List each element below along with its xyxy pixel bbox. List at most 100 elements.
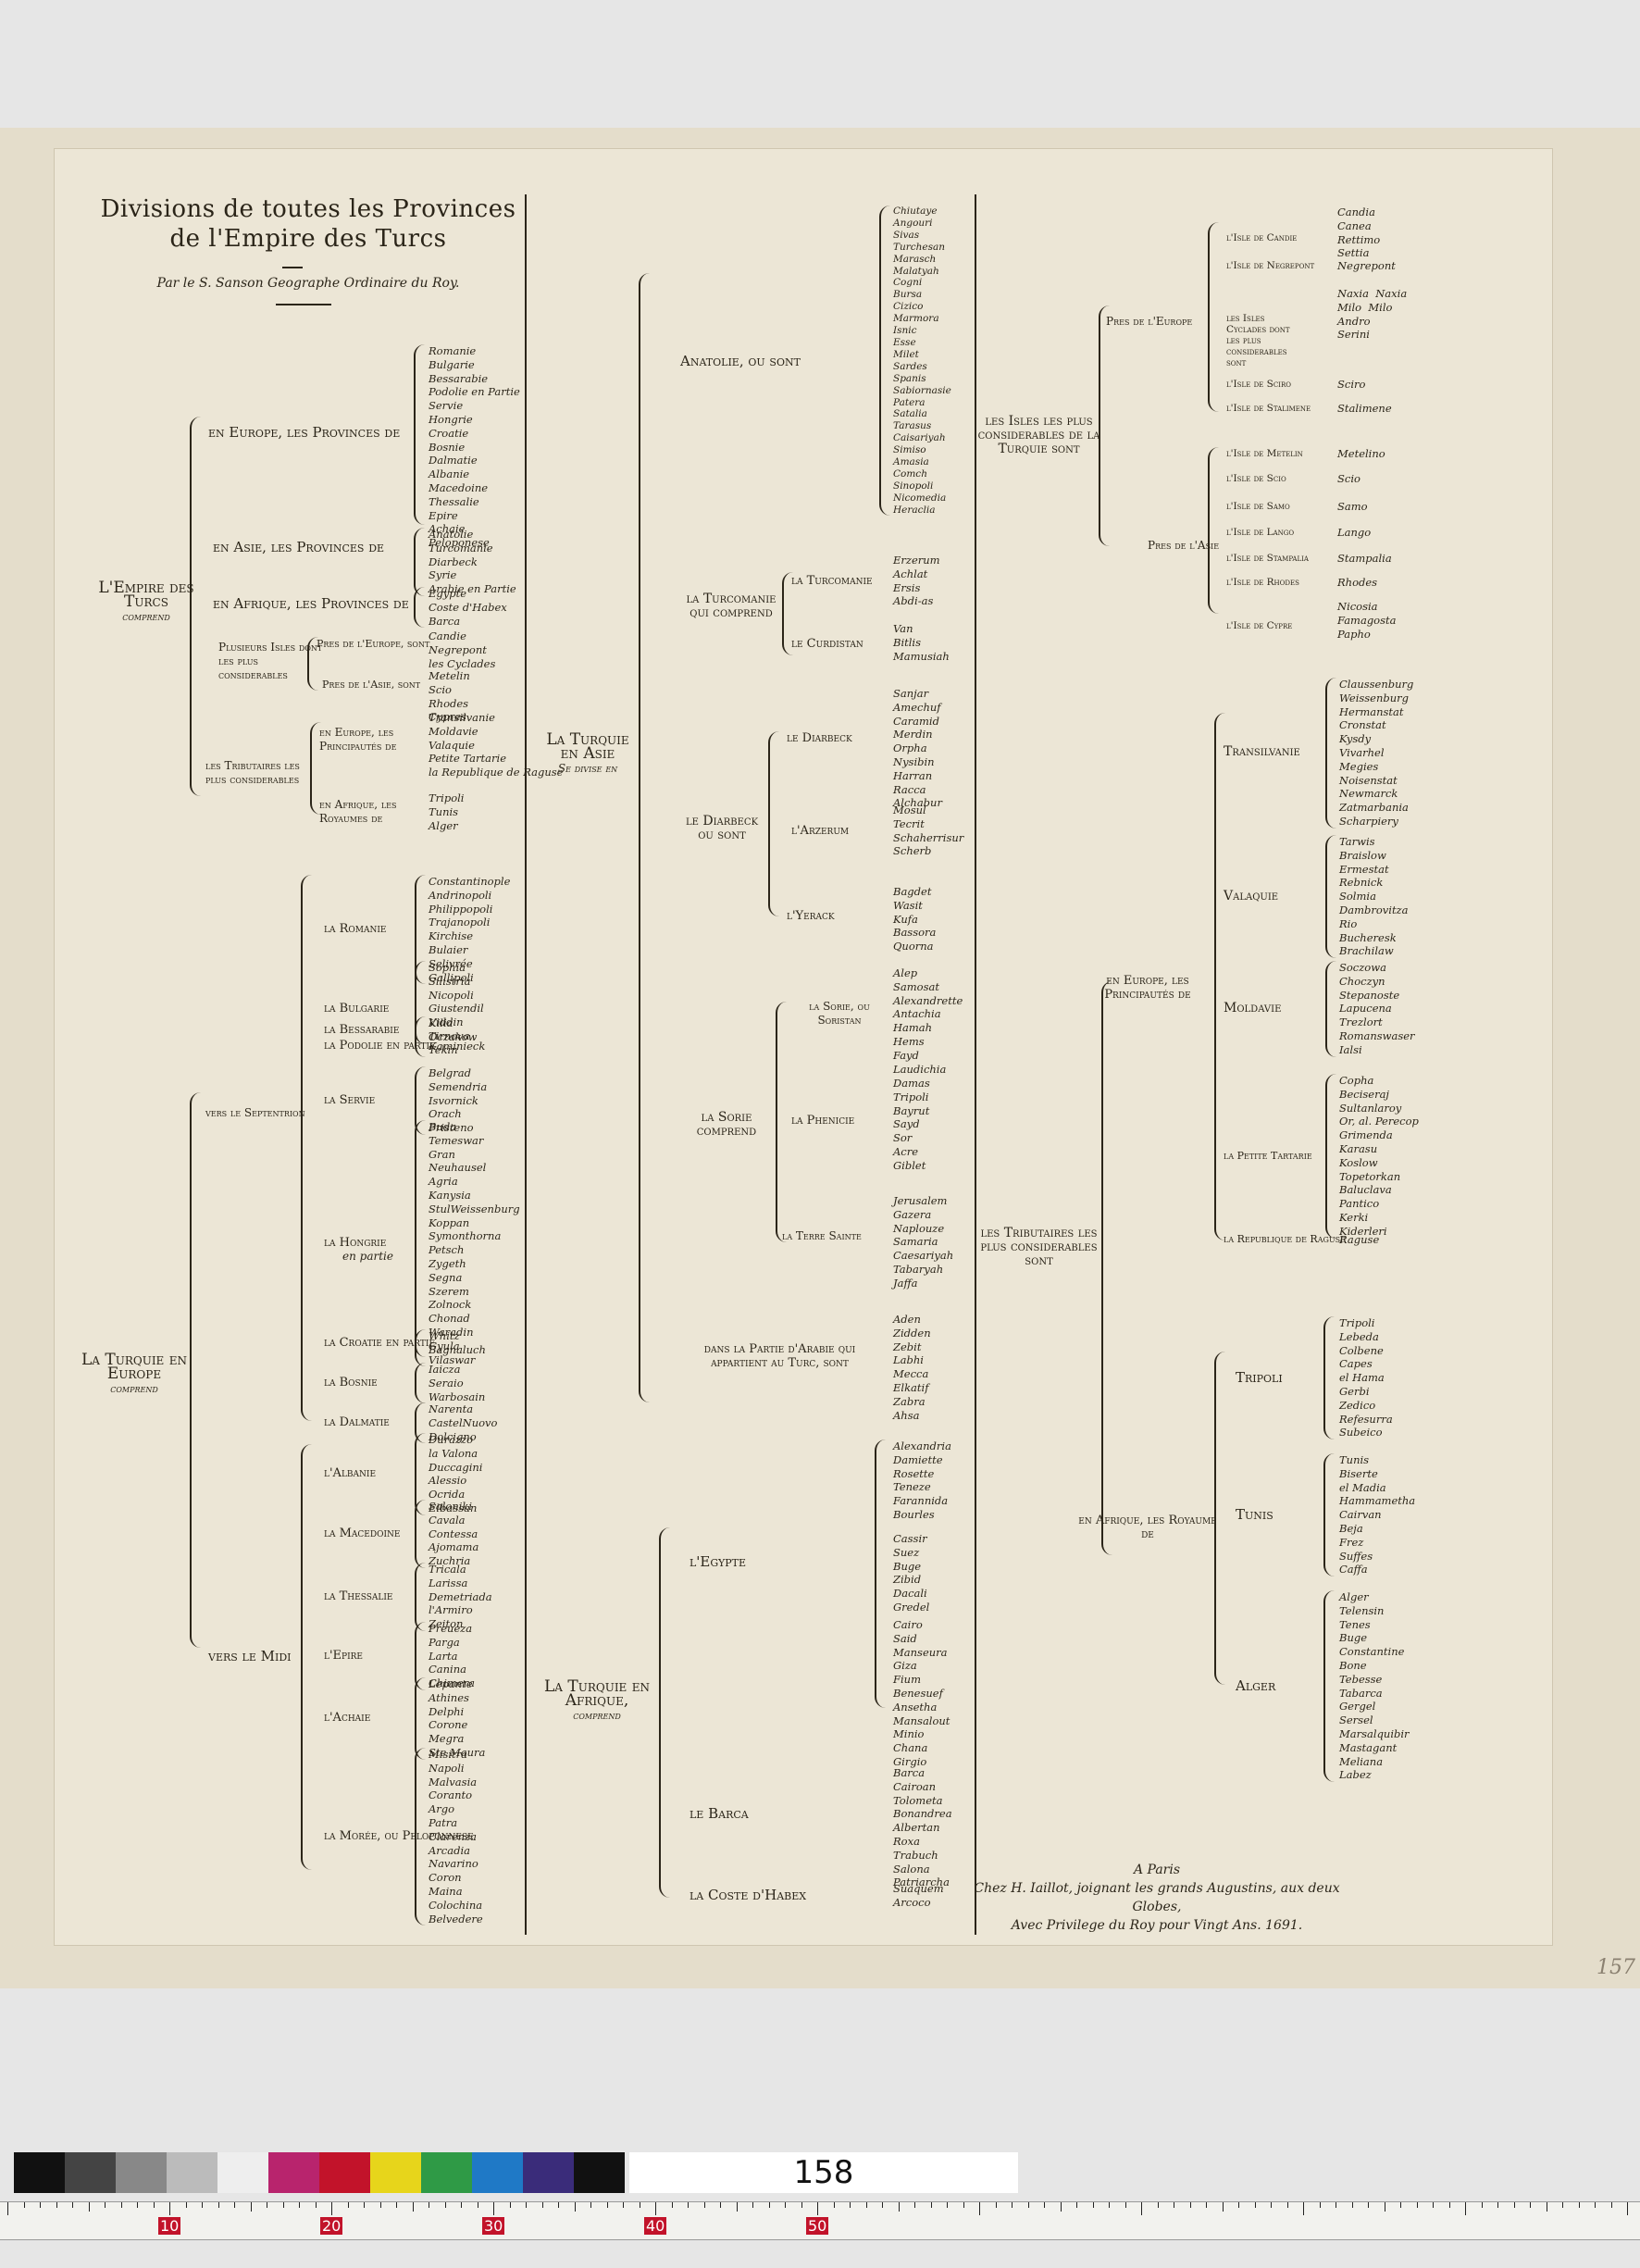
- ruler-tick: [1351, 2202, 1353, 2208]
- isle-list: Candia Canea Rettimo Settia: [1337, 206, 1381, 260]
- province-brace: [415, 1748, 429, 1926]
- branch-habex: la Coste d'Habex: [690, 1887, 807, 1903]
- isle-name: l'Isle de Sciro: [1226, 379, 1291, 390]
- brace-isles-root: [1099, 305, 1113, 546]
- isle-name: l'Isle de Rhodes: [1226, 577, 1299, 588]
- province-list: Durazzo la Valona Duccagini Alessio Ocri…: [429, 1433, 483, 1514]
- ruler-tick: [768, 2202, 770, 2208]
- sorie-b: la Phenicie: [791, 1114, 855, 1128]
- ruler-tick: [412, 2202, 414, 2212]
- ruler-major-label: 10: [158, 2217, 181, 2235]
- list-egypte-3: Cairo Said Manseura Giza Fium Benesuef A…: [893, 1618, 950, 1768]
- brace-turquie-europe: [190, 1092, 205, 1648]
- ruler-tick: [1303, 2202, 1304, 2215]
- list-habex: Suaquem Arcoco: [893, 1882, 944, 1909]
- list-turcomanie-a: Erzerum Achlat Ersis Abdi-as: [893, 554, 940, 608]
- pres-europe: Pres de l'Europe: [1106, 315, 1193, 328]
- branch-diarbeck: le Diarbeck ou sont: [685, 814, 759, 842]
- branch-tributaires: les Tributaires les plus considerables: [205, 759, 300, 786]
- isle-list: Nicosia Famagosta Papho: [1337, 600, 1397, 641]
- brace-turcomanie: [782, 572, 797, 655]
- ruler-tick: [282, 2202, 284, 2208]
- ruler-tick: [1513, 2202, 1515, 2208]
- ruler-tick: [590, 2202, 591, 2208]
- list-asie: Anatolie Turcomanie Diarbeck Syrie Arabi…: [429, 528, 516, 596]
- brace-tributaires-root: [1101, 981, 1116, 1555]
- ruler-tick: [105, 2202, 106, 2208]
- province-list: Saloniki Cavala Contessa Ajomama Zuchria: [429, 1500, 479, 1568]
- isle-name: l'Isle de Scio: [1226, 473, 1286, 484]
- province-brace: [415, 1433, 429, 1515]
- principaute-list: Raguse: [1339, 1233, 1380, 1246]
- ruler-tick: [347, 2202, 349, 2208]
- royaume-list: Tripoli Lebeda Colbene Capes el Hama Ger…: [1339, 1316, 1393, 1439]
- isle-list: Scio: [1337, 472, 1360, 485]
- ruler-tick: [1189, 2202, 1191, 2208]
- royaume-name: Tripoli: [1236, 1368, 1283, 1386]
- brace-egypte: [875, 1439, 889, 1708]
- list-egypte-1: Alexandria Damiette Rosette Teneze Faran…: [893, 1439, 951, 1521]
- pres-asie: Pres de l'Asie: [1148, 539, 1220, 552]
- ruler-tick: [1124, 2202, 1126, 2208]
- isle-name: l'Isle de Stampalia: [1226, 553, 1309, 564]
- isle-name: les Isles Cyclades dont les plus conside…: [1226, 313, 1290, 368]
- royaume-brace: [1323, 1590, 1338, 1783]
- ruler-tick: [40, 2202, 41, 2208]
- ruler-tick: [785, 2202, 786, 2208]
- ruler-tick: [1400, 2202, 1401, 2208]
- ruler-tick: [1012, 2202, 1013, 2208]
- ruler-tick: [817, 2202, 818, 2215]
- ruler-tick: [1448, 2202, 1450, 2208]
- brace-septentrion: [301, 875, 316, 1421]
- ruler-tick: [88, 2202, 90, 2212]
- subtitle: Par le S. Sanson Geographe Ordinaire du …: [156, 276, 460, 291]
- ruler-tick: [833, 2202, 835, 2208]
- brace-turquie-afrique: [659, 1527, 674, 1898]
- isle-list: Stalimene: [1337, 402, 1392, 415]
- ruler-tick: [120, 2202, 122, 2208]
- turcomanie-b: le Curdistan: [791, 637, 863, 651]
- ruler-tick: [688, 2202, 689, 2208]
- title-rule: [282, 267, 303, 268]
- province-brace: [415, 1402, 429, 1444]
- ruler-tick: [736, 2202, 738, 2212]
- branch-barca: le Barca: [690, 1805, 749, 1822]
- trib-afrique: en Afrique, les Royaumes de: [319, 798, 397, 825]
- province-name: la Bulgarie: [324, 1001, 390, 1016]
- principaute-list: Claussenburg Weissenburg Hermanstat Cron…: [1339, 678, 1414, 828]
- isle-list: Metelino: [1337, 447, 1385, 460]
- ruler-tick: [202, 2202, 203, 2208]
- list-sorie-a: Alep Samosat Alexandrette Antachia Hamah…: [893, 966, 963, 1076]
- province-list: Constantinople Andrinopoli Philippopoli …: [429, 875, 511, 984]
- sorie-c: la Terre Sainte: [782, 1229, 862, 1242]
- page-title: Divisions de toutes les Provinces de l'E…: [91, 194, 526, 254]
- province-brace: [415, 1563, 429, 1631]
- ruler-tick: [1595, 2202, 1596, 2208]
- ruler-tick: [801, 2202, 802, 2208]
- isle-list: Naxia Naxia Milo Milo Andro Serini: [1337, 287, 1408, 342]
- ruler-major-label: 40: [644, 2217, 667, 2235]
- principaute-name: Moldavie: [1224, 1000, 1282, 1016]
- province-name: la Podolie en partie: [324, 1039, 436, 1053]
- ruler-tick: [1368, 2202, 1369, 2208]
- province-name: la Servie: [324, 1093, 376, 1107]
- province-name: la Bessarabie: [324, 1022, 400, 1037]
- list-turcomanie-b: Van Bitlis Mamusiah: [893, 622, 950, 663]
- brace-sorie: [776, 1002, 790, 1242]
- province-name: la Hongrie: [324, 1236, 387, 1251]
- principaute-list: Tarwis Braislow Ermestat Rebnick Solmia …: [1339, 835, 1409, 958]
- ruler-tick: [509, 2202, 511, 2208]
- brace-isles: [307, 637, 322, 691]
- ruler-tick: [1044, 2202, 1045, 2208]
- subtitle-rule: [276, 304, 331, 305]
- principaute-brace: [1325, 1074, 1340, 1239]
- province-name: la Macedoine: [324, 1527, 401, 1540]
- royaume-list: Alger Telensin Tenes Buge Constantine Bo…: [1339, 1590, 1410, 1782]
- column-divider-1: [525, 194, 527, 1935]
- ruler-tick: [153, 2202, 155, 2208]
- brace-principautes: [1214, 713, 1229, 1240]
- ruler-tick: [169, 2202, 170, 2215]
